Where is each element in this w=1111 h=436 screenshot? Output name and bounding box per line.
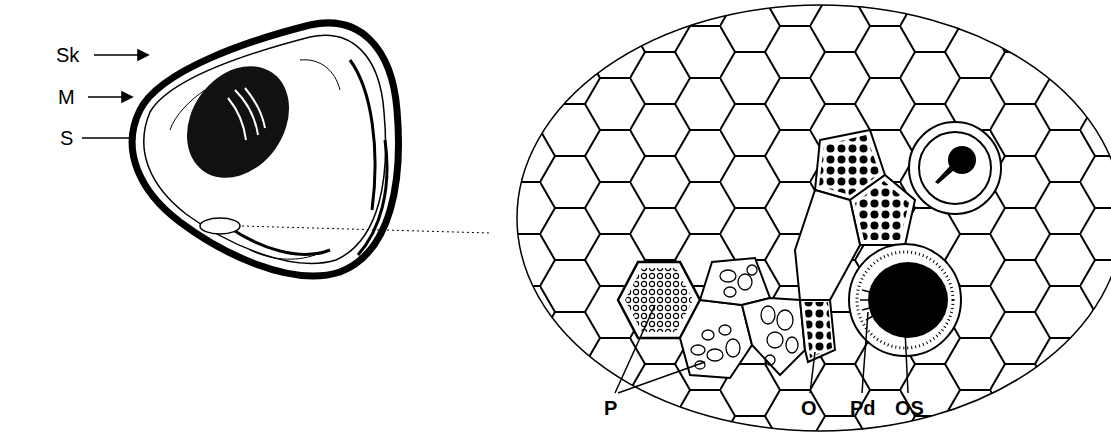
part-label: Pd — [850, 398, 876, 418]
part-label: P — [604, 398, 617, 418]
part-label: O — [801, 398, 817, 418]
avocado-half — [132, 23, 490, 276]
part-label: Sk — [56, 45, 79, 65]
part-label: OS — [895, 398, 924, 418]
part-label: M — [58, 87, 75, 107]
part-label: S — [60, 128, 73, 148]
leader-lines — [615, 305, 908, 393]
tissue-magnification — [500, 0, 1111, 436]
